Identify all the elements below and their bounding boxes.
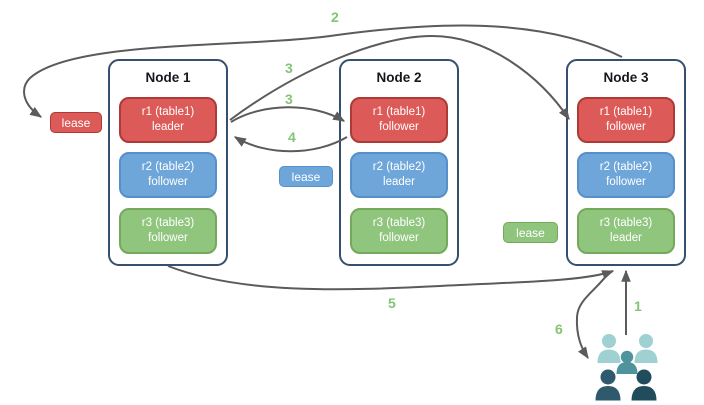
- replica-name: r3 (table3): [599, 217, 653, 229]
- node-3: Node 3 r1 (table1) follower r2 (table2) …: [566, 59, 686, 266]
- node-1-replica-r2: r2 (table2) follower: [119, 152, 217, 198]
- replica-role: follower: [379, 121, 419, 133]
- lease-badge-r2-leader: lease: [279, 166, 333, 187]
- replica-name: r1 (table1): [599, 106, 653, 118]
- step-label-3-to-node2: 3: [285, 91, 293, 107]
- replica-name: r2 (table2): [372, 161, 426, 173]
- arrow-step3-to-node2: [230, 106, 346, 123]
- step-label-2: 2: [331, 9, 339, 25]
- node-2-replica-r3: r3 (table3) follower: [350, 208, 448, 254]
- replica-role: follower: [606, 121, 646, 133]
- replica-name: r2 (table2): [599, 161, 653, 173]
- arrow-step6: [575, 270, 611, 359]
- replica-role: follower: [148, 176, 188, 188]
- replica-role: leader: [152, 121, 184, 133]
- node-3-replica-r2: r2 (table2) follower: [577, 152, 675, 198]
- lease-badge-r3-leader: lease: [503, 222, 558, 243]
- node-3-replica-r1: r1 (table1) follower: [577, 97, 675, 143]
- node-2-replica-r1: r1 (table1) follower: [350, 97, 448, 143]
- step-label-6: 6: [555, 321, 563, 337]
- replica-name: r3 (table3): [141, 217, 195, 229]
- replica-name: r3 (table3): [372, 217, 426, 229]
- replica-role: leader: [383, 176, 415, 188]
- arrow-step5: [167, 265, 615, 291]
- replica-role: follower: [379, 232, 419, 244]
- people-group-icon: [595, 334, 658, 401]
- step-label-4: 4: [288, 129, 296, 145]
- node-1: Node 1 r1 (table1) leader r2 (table2) fo…: [108, 59, 228, 266]
- node-2-replica-r2: r2 (table2) leader: [350, 152, 448, 198]
- node-1-replica-r1: r1 (table1) leader: [119, 97, 217, 143]
- node-1-title: Node 1: [145, 70, 191, 85]
- replica-role: leader: [610, 232, 642, 244]
- node-2: Node 2 r1 (table1) follower r2 (table2) …: [339, 59, 459, 266]
- step-label-1: 1: [634, 298, 642, 314]
- lease-badge-r1-leader: lease: [50, 112, 102, 133]
- step-label-5: 5: [388, 295, 396, 311]
- node-2-title: Node 2: [376, 70, 422, 85]
- replica-name: r1 (table1): [141, 106, 195, 118]
- replica-name: r2 (table2): [141, 161, 195, 173]
- replica-role: follower: [606, 176, 646, 188]
- node-1-replica-r3: r3 (table3) follower: [119, 208, 217, 254]
- replica-name: r1 (table1): [372, 106, 426, 118]
- replica-role: follower: [148, 232, 188, 244]
- step-label-3-to-node3: 3: [285, 60, 293, 76]
- node-3-replica-r3: r3 (table3) leader: [577, 208, 675, 254]
- node-3-title: Node 3: [603, 70, 649, 85]
